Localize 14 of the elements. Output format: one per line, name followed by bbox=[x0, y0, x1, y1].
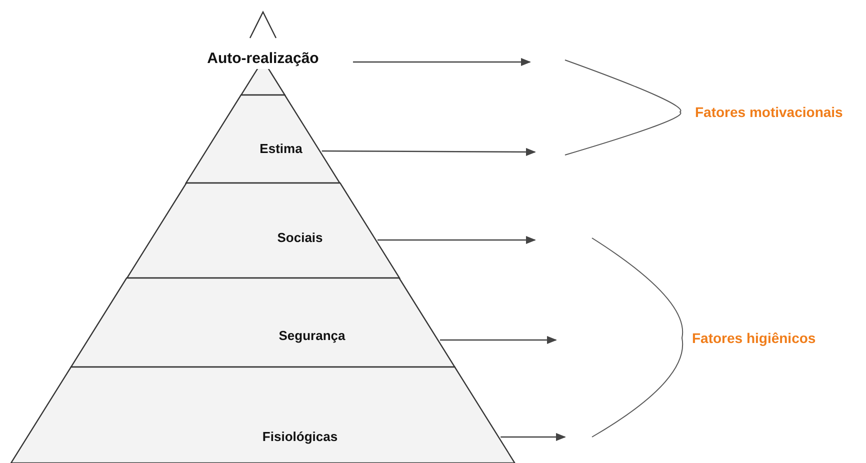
arrow bbox=[353, 58, 531, 66]
level-label: Fisiológicas bbox=[262, 429, 338, 444]
pyramid-level bbox=[126, 183, 400, 278]
group-label: Fatores higiênicos bbox=[692, 330, 816, 346]
level-label: Segurança bbox=[278, 328, 346, 343]
group-label: Fatores motivacionais bbox=[695, 104, 843, 120]
pyramid-level bbox=[71, 278, 455, 367]
arrow bbox=[322, 148, 536, 156]
arrow bbox=[378, 236, 536, 244]
pyramid-level bbox=[11, 367, 515, 463]
level-label: Estima bbox=[260, 141, 302, 156]
arrow bbox=[440, 336, 557, 344]
arrow bbox=[500, 433, 566, 441]
level-label: Sociais bbox=[277, 230, 323, 245]
